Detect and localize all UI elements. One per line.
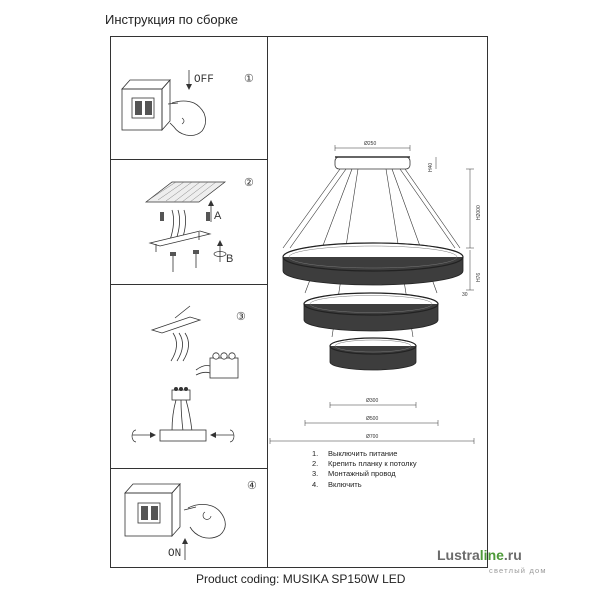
chandelier [282,156,464,371]
page-title: Инструкция по сборке [105,12,238,27]
dim-ring-gap: 30 [462,292,468,298]
instruction-list: 1.Выключить питание 2.Крепить планку к п… [312,449,417,490]
dim-ring-large: Ø700 [366,434,378,440]
dim-ring-small: Ø300 [366,398,378,404]
step3-number: ③ [236,311,246,323]
brand-logo: Lustraline.ru [437,547,522,563]
instruction-frame [110,36,488,568]
product-coding: Product coding: MUSIKA SP150W LED [196,572,406,586]
step-divider [110,159,268,160]
step-divider [110,468,268,469]
off-label: OFF [194,74,214,86]
step2-illustration [144,181,227,272]
step3-illustration [131,305,239,443]
steps-column [110,36,268,568]
step4-number: ④ [247,480,257,492]
instruction-item: 1.Выключить питание [312,449,398,458]
label-b: B [226,253,233,265]
step4-illustration [124,482,226,560]
dim-ring-height: H76 [476,273,482,282]
on-label: ON [168,548,181,560]
dim-canopy-height: H40 [428,163,434,172]
step1-number: ① [244,73,254,85]
label-a: A [214,210,222,222]
dimension-lines [269,145,475,444]
instruction-item: 4.Включить [312,479,362,489]
step-divider [110,284,268,285]
instruction-item: 3.Монтажный провод [312,469,396,479]
dim-ring-medium: Ø500 [366,416,378,422]
step1-illustration [121,70,206,136]
brand-slogan: светлый дом [489,566,547,575]
dim-max-height: H2000 [476,205,482,220]
step2-number: ② [244,177,254,189]
dim-canopy-diameter: Ø250 [364,141,376,147]
instruction-item: 2.Крепить планку к потолку [312,459,417,469]
